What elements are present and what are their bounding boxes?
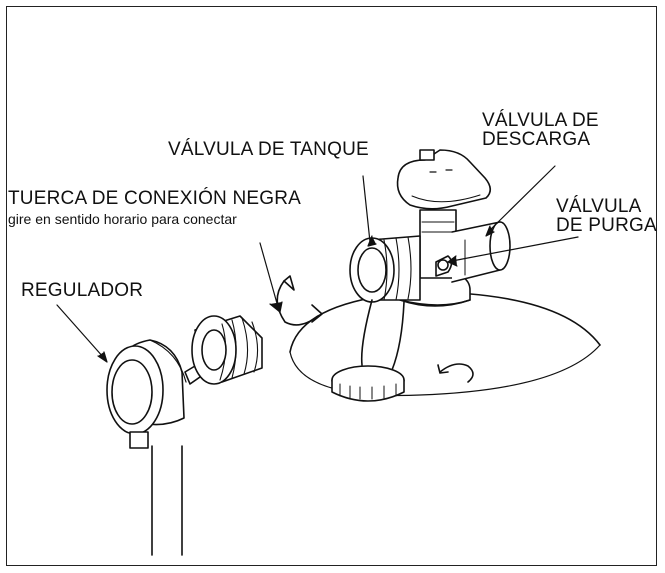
relief-valve-label-line1: VÁLVULA DE	[482, 110, 599, 131]
tank-dome-base	[289, 344, 601, 397]
dust-cap	[331, 365, 405, 402]
relief-valve-label-line2: DESCARGA	[482, 129, 591, 150]
leader-lines	[56, 165, 579, 363]
coupling-nut-label: TUERCA DE CONEXIÓN NEGRA	[8, 188, 302, 209]
regulator-label: REGULADOR	[21, 280, 144, 301]
rotate-arrow-right-icon	[437, 363, 474, 383]
cap-strap	[360, 299, 405, 371]
diagram-frame	[6, 6, 657, 566]
tank-valve-label: VÁLVULA DE TANQUE	[168, 139, 369, 160]
purge-valve-label-line2: DE PURGA	[556, 215, 657, 236]
regulator	[106, 339, 211, 449]
tank-valve-threaded-outlet	[349, 235, 421, 303]
coupling-nut-note: gire en sentido horario para conectar	[8, 211, 237, 227]
purge-valve-label-line1: VÁLVULA	[556, 196, 642, 217]
coupling-nut	[191, 315, 263, 385]
rotate-arrow-left-icon	[276, 275, 323, 326]
hose	[151, 445, 183, 556]
